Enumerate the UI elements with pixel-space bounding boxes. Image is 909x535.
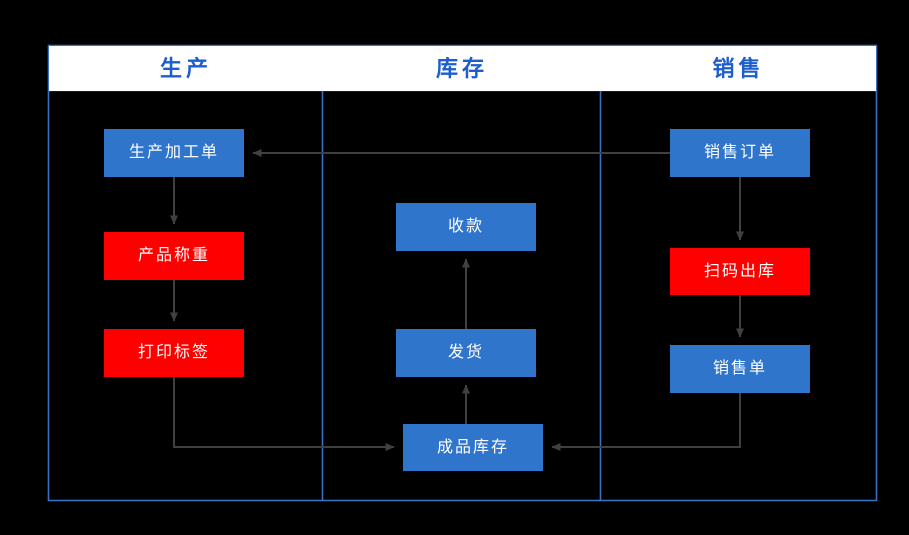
node-shipping[interactable]: 发货 — [396, 329, 536, 377]
edge-sales-receipt-to-finished-stock — [551, 393, 741, 451]
node-label: 收款 — [447, 218, 484, 235]
node-label: 销售单 — [712, 360, 767, 377]
node-label: 销售订单 — [703, 144, 776, 161]
lane-title-inventory: 库存 — [435, 55, 488, 81]
lane-title-production: 生产 — [159, 55, 212, 81]
lane-header-inventory: 库存 — [323, 46, 601, 91]
node-label: 成品库存 — [436, 438, 509, 456]
edge-print-label-to-finished-stock — [173, 377, 395, 451]
node-print-label[interactable]: 打印标签 — [104, 329, 244, 377]
node-product-weighing[interactable]: 产品称重 — [104, 232, 244, 280]
swimlane-frame — [47, 44, 878, 502]
node-payment[interactable]: 收款 — [396, 203, 536, 251]
node-scan-outbound[interactable]: 扫码出库 — [670, 248, 810, 295]
node-label: 产品称重 — [137, 247, 210, 264]
node-label: 扫码出库 — [703, 262, 776, 280]
node-label: 打印标签 — [137, 344, 210, 361]
node-sales-order[interactable]: 销售订单 — [670, 129, 810, 177]
node-finished-stock[interactable]: 成品库存 — [403, 424, 543, 471]
lane-header-sales: 销售 — [601, 46, 876, 91]
lane-header-production: 生产 — [49, 46, 323, 91]
lane-title-sales: 销售 — [712, 55, 765, 81]
node-production-order[interactable]: 生产加工单 — [104, 129, 244, 177]
node-label: 发货 — [447, 344, 484, 361]
node-label: 生产加工单 — [128, 144, 219, 161]
node-sales-receipt[interactable]: 销售单 — [670, 345, 810, 393]
